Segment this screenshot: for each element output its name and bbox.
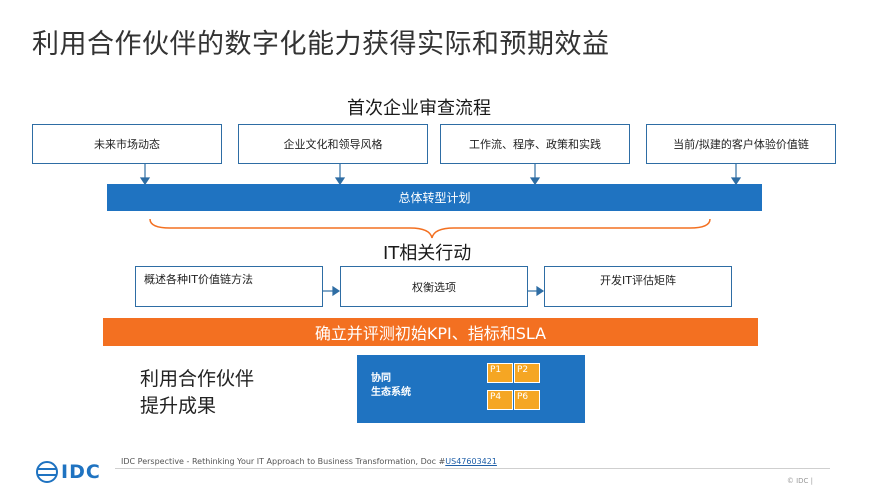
benefit-text: 利用合作伙伴 提升成果 [140,366,254,420]
it-box-value-chain: 概述各种IT价值链方法 [135,266,323,307]
page-title: 利用合作伙伴的数字化能力获得实际和预期效益 [32,29,610,60]
arrow-flow-2 [528,285,545,297]
idc-logo: IDC [36,461,101,483]
review-box-culture-leadership: 企业文化和领导风格 [238,124,428,164]
review-box-customer-value-chain: 当前/拟建的客户体验价值链 [646,124,836,164]
benefit-line-1: 利用合作伙伴 [140,368,255,390]
curly-brace [149,218,711,239]
first-review-title: 首次企业审查流程 [347,98,491,119]
footer-copyright: © IDC | [786,477,813,485]
footer-citation: IDC Perspective - Rethinking Your IT App… [121,457,497,466]
idc-globe-icon [36,461,58,483]
idc-logo-text: IDC [61,461,101,483]
it-box-tradeoffs: 权衡选项 [340,266,528,307]
review-box-market-dynamics: 未来市场动态 [32,124,222,164]
puzzle-piece-p6: P6 [514,390,540,410]
ecosystem-label: 协同 生态系统 [371,372,411,400]
arrow-3 [529,164,541,186]
overall-plan-bar: 总体转型计划 [107,184,762,211]
footer-divider [115,468,830,469]
puzzle-piece-p4: P4 [487,390,513,410]
it-box-assessment-matrix: 开发IT评估矩阵 [544,266,732,307]
arrow-flow-1 [323,285,341,297]
puzzle-piece-p2: P2 [514,363,540,383]
puzzle-piece-p1: P1 [487,363,513,383]
footer-doc-link[interactable]: US47603421 [445,457,497,466]
arrow-4 [730,164,742,186]
footer-citation-text: IDC Perspective - Rethinking Your IT App… [121,457,446,466]
ecosystem-panel: 协同 生态系统 P1 P2 P4 P6 [357,355,585,423]
benefit-line-2: 提升成果 [140,395,217,417]
kpi-bar: 确立并评测初始KPI、指标和SLA [103,318,758,346]
arrow-2 [334,164,346,186]
ecosystem-label-line-1: 协同 [371,373,391,384]
ecosystem-label-line-2: 生态系统 [371,387,411,398]
it-actions-title: IT相关行动 [383,243,472,264]
review-box-workflow-policy: 工作流、程序、政策和实践 [440,124,630,164]
arrow-1 [139,164,151,186]
